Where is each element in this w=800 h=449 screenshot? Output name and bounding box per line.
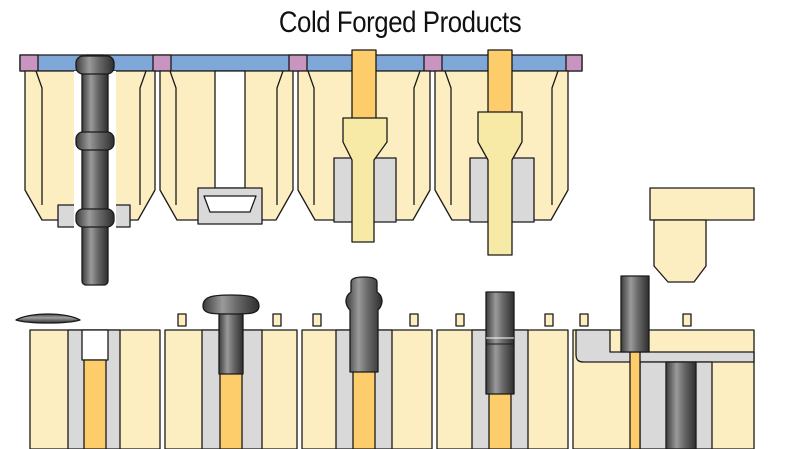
transfer-finger [649, 187, 755, 283]
diagram-title: Cold Forged Products [278, 6, 522, 39]
clamp-block [19, 54, 39, 72]
upper-punch-station-3 [297, 49, 431, 243]
upset-blank [75, 54, 115, 286]
finished-part [620, 275, 697, 449]
headed-blank [202, 294, 260, 375]
lower-die-station-2 [164, 329, 298, 449]
extruded-blank [345, 276, 383, 373]
sheared-slug [15, 313, 81, 324]
upper-punch-station-2 [159, 70, 294, 225]
clamp-block [152, 54, 172, 72]
clamp-block [288, 54, 308, 72]
clamp-block [423, 54, 443, 72]
lower-die-station-5 [572, 329, 755, 449]
lower-die-station-1 [29, 329, 161, 449]
pierced-blank [485, 291, 515, 395]
die-spacer [177, 313, 692, 327]
clamp-block [565, 54, 583, 72]
upper-punch-station-4 [434, 49, 569, 256]
